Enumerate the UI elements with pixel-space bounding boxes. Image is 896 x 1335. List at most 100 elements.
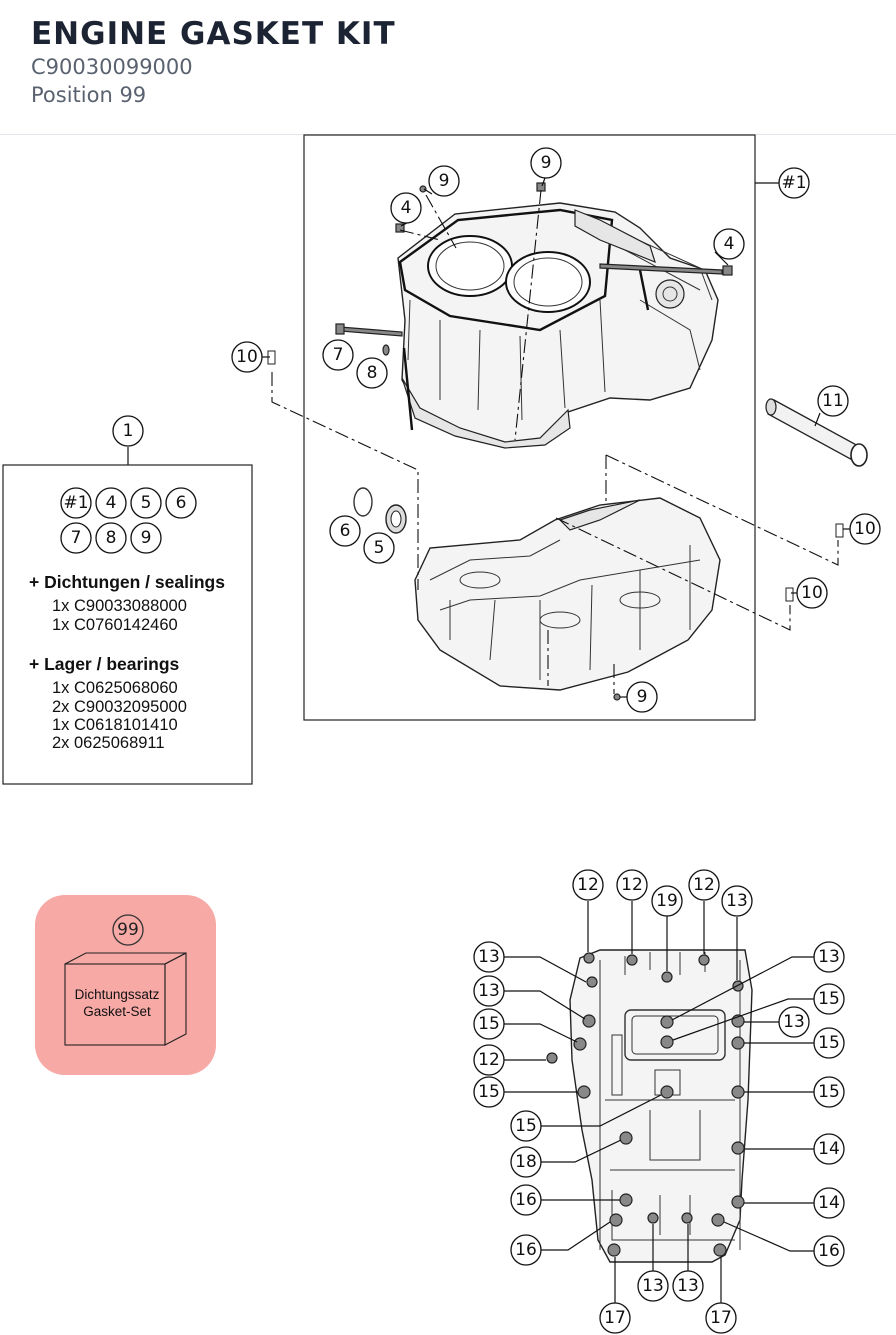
callout-14[interactable]: 14 <box>813 1133 845 1165</box>
svg-text:9: 9 <box>439 171 450 191</box>
callout-17[interactable]: 17 <box>705 1302 737 1334</box>
kit-box: 1 #1 4 5 6 7 8 9 + Dichtungen / sealings… <box>2 415 253 785</box>
callout-12[interactable]: 12 <box>616 869 648 901</box>
callout-15[interactable]: 15 <box>813 1076 845 1108</box>
part-number: C90030099000 <box>31 55 193 79</box>
svg-text:11: 11 <box>822 391 844 411</box>
page-title: ENGINE GASKET KIT <box>31 16 396 52</box>
callout-19[interactable]: 19 <box>651 885 683 917</box>
svg-text:15: 15 <box>818 1082 840 1102</box>
svg-text:13: 13 <box>726 891 748 911</box>
bottom-view-bolts <box>546 952 745 1257</box>
callout-1[interactable]: 1 <box>112 415 144 447</box>
svg-text:19: 19 <box>656 891 678 911</box>
svg-text:13: 13 <box>818 947 840 967</box>
page-header: ENGINE GASKET KIT C90030099000 Position … <box>0 0 896 135</box>
svg-text:14: 14 <box>818 1193 840 1213</box>
svg-text:16: 16 <box>818 1241 840 1261</box>
svg-text:15: 15 <box>818 989 840 1009</box>
kit-ref-8[interactable]: 8 <box>95 522 127 554</box>
kit-ref-4[interactable]: 4 <box>95 487 127 519</box>
callout-9[interactable]: 9 <box>626 681 658 713</box>
svg-text:10: 10 <box>236 347 258 367</box>
svg-text:4: 4 <box>724 234 735 254</box>
kit-ref-7[interactable]: 7 <box>60 522 92 554</box>
callout-14[interactable]: 14 <box>813 1187 845 1219</box>
svg-text:4: 4 <box>106 493 117 513</box>
svg-text:5: 5 <box>374 538 385 558</box>
callout-13[interactable]: 13 <box>721 885 753 917</box>
svg-text:13: 13 <box>677 1276 699 1296</box>
callout-9[interactable]: 9 <box>428 165 460 197</box>
bolt-icon <box>536 182 546 192</box>
gasket-set-badge[interactable]: 99 Dichtungssatz Gasket-Set <box>35 895 216 1075</box>
svg-text:7: 7 <box>333 345 344 365</box>
callout-13[interactable]: 13 <box>813 941 845 973</box>
svg-text:9: 9 <box>541 153 552 173</box>
washer-icon <box>419 185 427 193</box>
callout-15[interactable]: 15 <box>813 1027 845 1059</box>
upper-crankcase-drawing <box>397 202 719 449</box>
svg-text:13: 13 <box>478 981 500 1001</box>
svg-text:16: 16 <box>515 1190 537 1210</box>
callout-15[interactable]: 15 <box>813 983 845 1015</box>
callout-15[interactable]: 15 <box>473 1008 505 1040</box>
callout-10[interactable]: 10 <box>796 577 828 609</box>
svg-text:12: 12 <box>478 1050 500 1070</box>
o-ring-icon <box>353 487 373 517</box>
callout-13[interactable]: 13 <box>473 941 505 973</box>
svg-text:8: 8 <box>367 363 378 383</box>
crankcase-bottom-view-drawing <box>569 949 753 1263</box>
callout-12[interactable]: 12 <box>688 869 720 901</box>
svg-text:15: 15 <box>515 1116 537 1136</box>
callout-13[interactable]: 13 <box>778 1006 810 1038</box>
svg-text:10: 10 <box>854 519 876 539</box>
svg-text:15: 15 <box>478 1082 500 1102</box>
callout-9[interactable]: 9 <box>530 147 562 179</box>
callout-15[interactable]: 15 <box>473 1076 505 1108</box>
callout-16[interactable]: 16 <box>813 1235 845 1267</box>
assembly-line <box>399 229 441 241</box>
svg-text:15: 15 <box>818 1033 840 1053</box>
callout-13[interactable]: 13 <box>672 1270 704 1302</box>
kit-ref-#1[interactable]: #1 <box>60 487 92 519</box>
callout-13[interactable]: 13 <box>473 975 505 1007</box>
svg-text:13: 13 <box>642 1276 664 1296</box>
bottom-view-leaders <box>504 901 814 1303</box>
svg-text:5: 5 <box>141 493 152 513</box>
callout-12[interactable]: 12 <box>572 869 604 901</box>
callout-17[interactable]: 17 <box>599 1302 631 1334</box>
sleeve-part <box>765 398 868 467</box>
sealing-line: 1x C0760142460 <box>52 616 178 634</box>
kit-ref-9[interactable]: 9 <box>130 522 162 554</box>
position-label: Position 99 <box>31 83 147 107</box>
callout-4[interactable]: 4 <box>390 192 422 224</box>
callout-16[interactable]: 16 <box>510 1184 542 1216</box>
svg-text:13: 13 <box>478 947 500 967</box>
callout-5[interactable]: 5 <box>363 532 395 564</box>
callout-15[interactable]: 15 <box>510 1110 542 1142</box>
kit-ref-5[interactable]: 5 <box>130 487 162 519</box>
svg-text:9: 9 <box>637 687 648 707</box>
svg-text:16: 16 <box>515 1240 537 1260</box>
svg-text:12: 12 <box>577 875 599 895</box>
callout-11[interactable]: 11 <box>817 385 849 417</box>
svg-text:17: 17 <box>710 1308 732 1328</box>
assembly-line <box>555 517 791 631</box>
callout-16[interactable]: 16 <box>510 1234 542 1266</box>
callout-18[interactable]: 18 <box>510 1146 542 1178</box>
callout-8[interactable]: 8 <box>356 357 388 389</box>
bolt-head-icon <box>335 323 345 335</box>
callout-6[interactable]: 6 <box>329 515 361 547</box>
callout-13[interactable]: 13 <box>637 1270 669 1302</box>
bolt-head-icon <box>722 265 733 276</box>
callout-4[interactable]: 4 <box>713 228 745 260</box>
sealing-line: 1x C90033088000 <box>52 597 187 615</box>
callout-#1[interactable]: #1 <box>778 167 810 199</box>
callout-10[interactable]: 10 <box>849 513 881 545</box>
callout-10[interactable]: 10 <box>231 341 263 373</box>
kit-ref-6[interactable]: 6 <box>165 487 197 519</box>
callout-7[interactable]: 7 <box>322 339 354 371</box>
callout-12[interactable]: 12 <box>473 1044 505 1076</box>
bolt-icon <box>395 223 405 233</box>
